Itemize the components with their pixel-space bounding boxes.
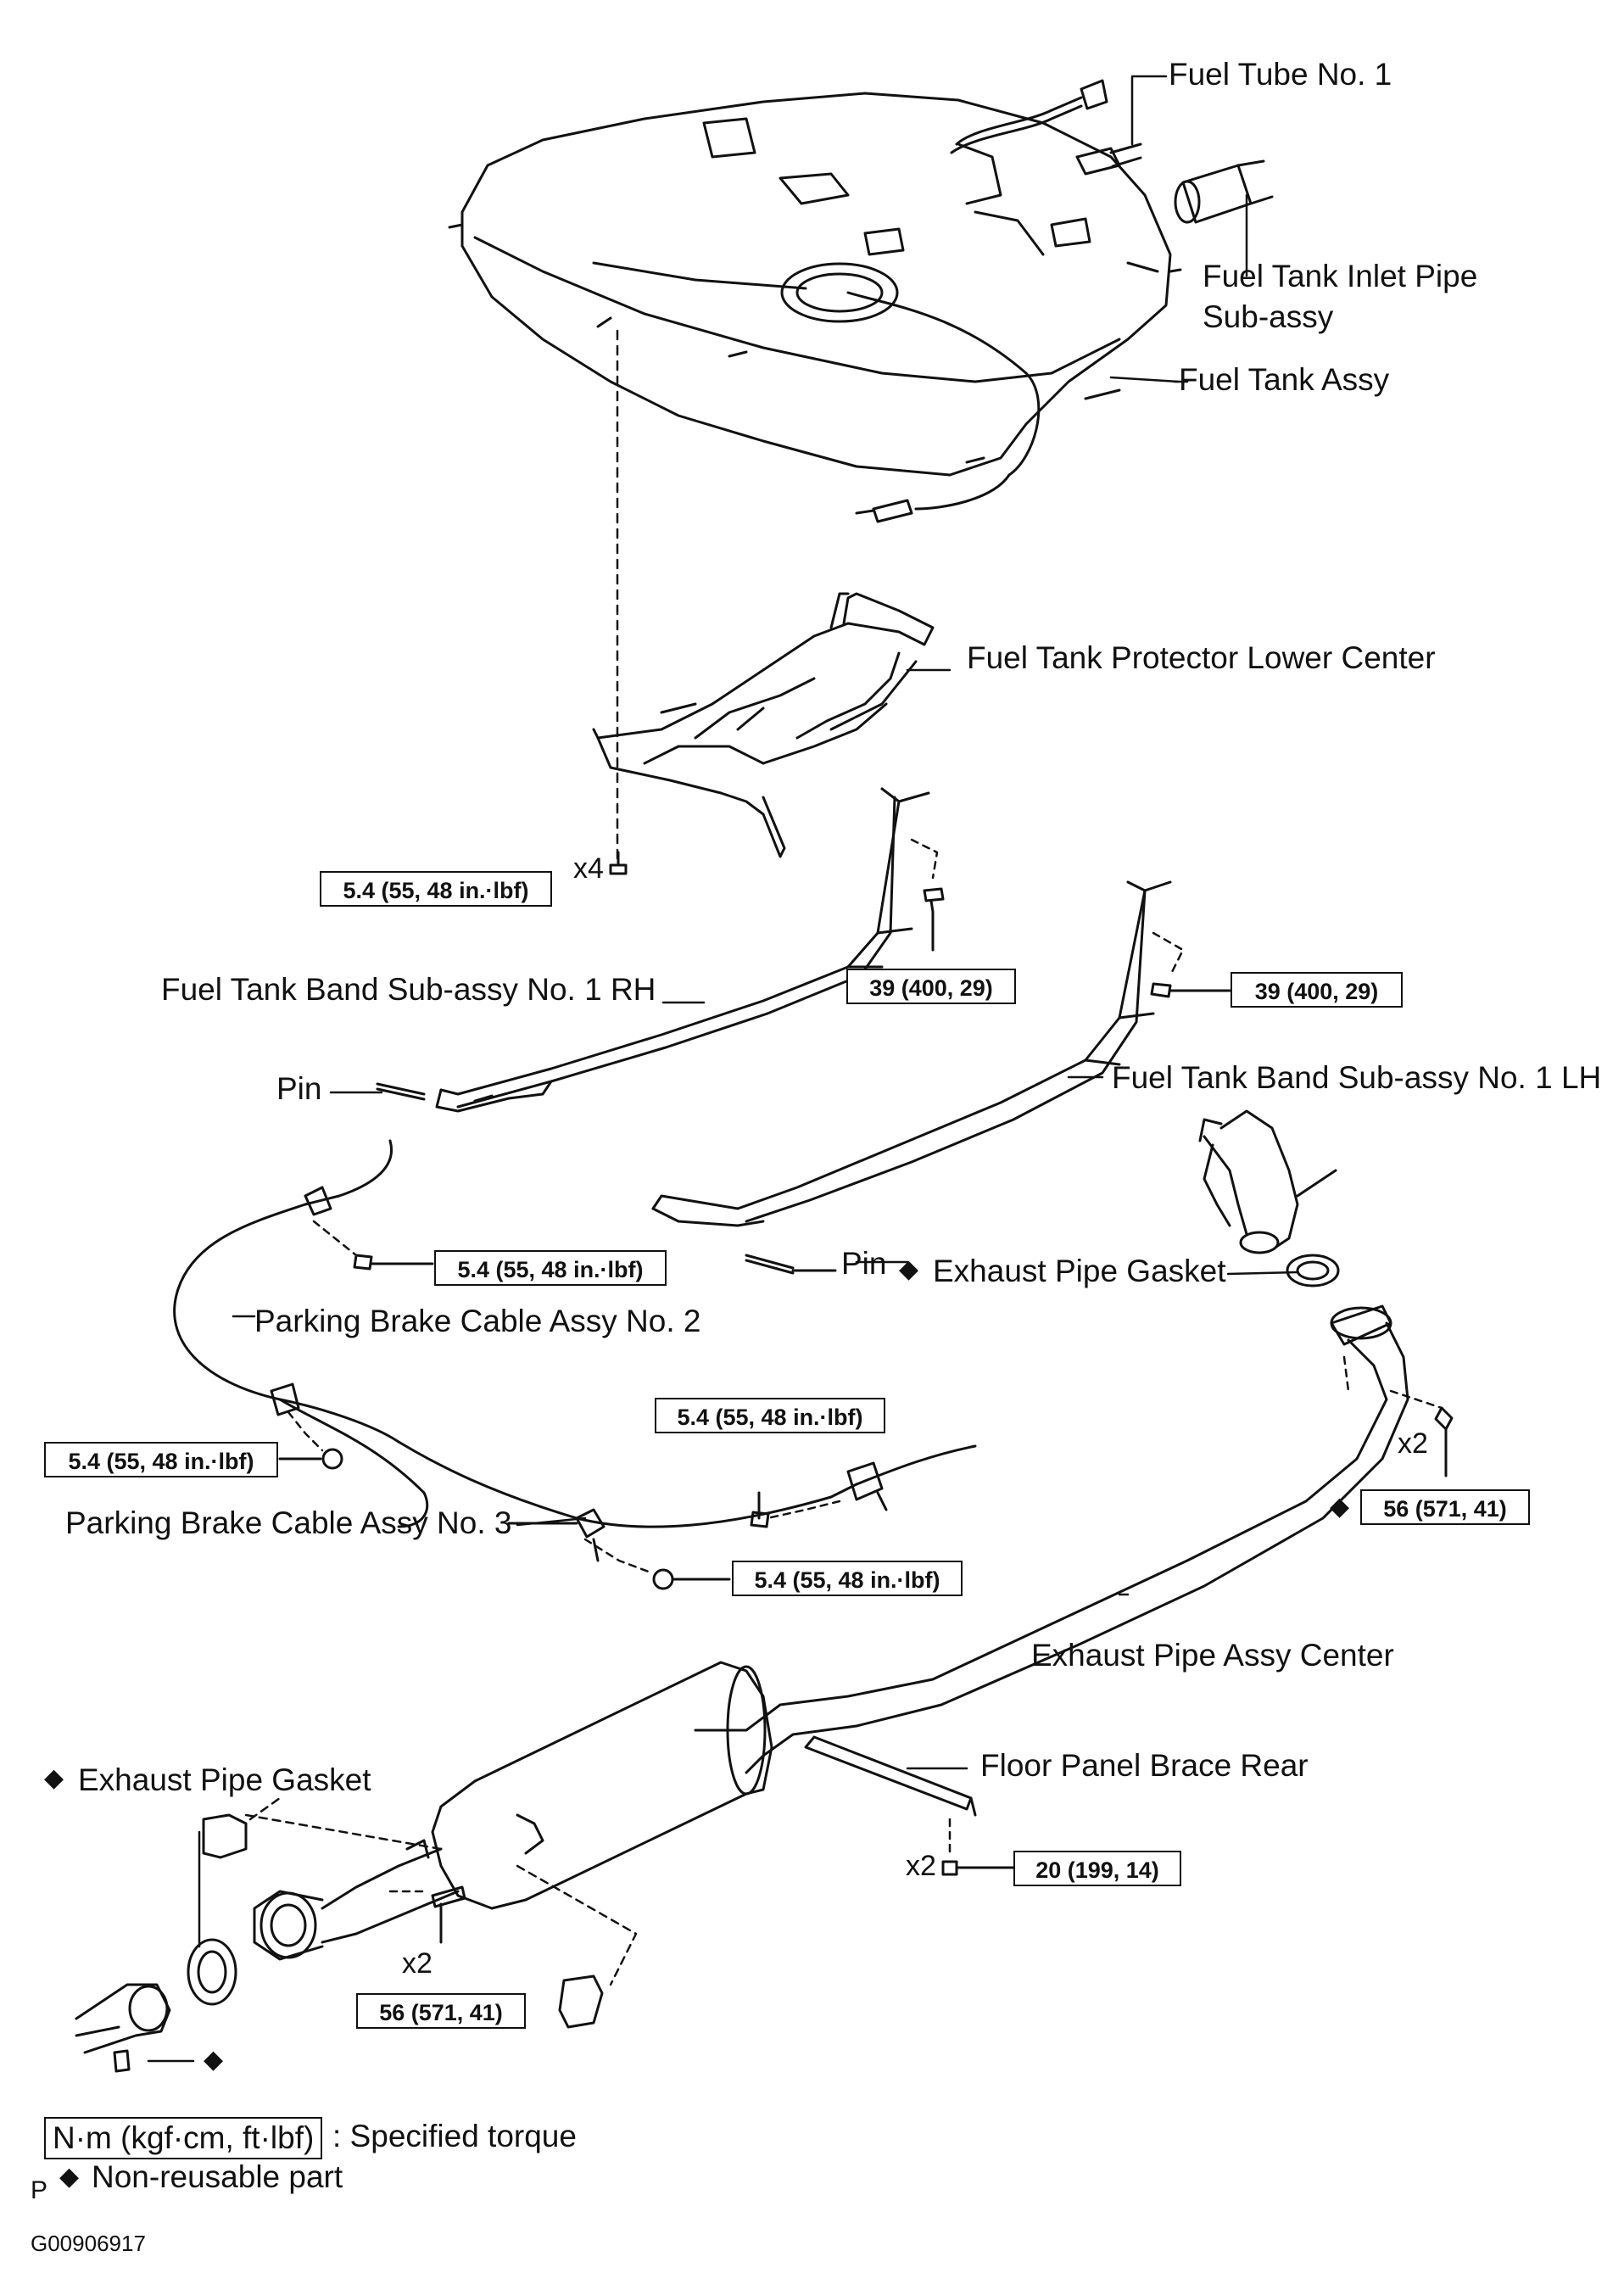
label-exhaust-gasket-bottom: Exhaust Pipe Gasket — [78, 1762, 371, 1797]
exhaust-gasket-top-drawing — [1286, 1254, 1340, 1287]
diamond-tailpipe-nut: ◆ — [204, 2046, 224, 2074]
bolt-39-rh-drawing — [923, 887, 945, 952]
legend-unit-box: N·m (kgf·cm, ft·lbf) — [44, 2117, 323, 2159]
legend-specified-torque: : Specified torque — [332, 2119, 577, 2153]
multiplier-x2-brace: x2 — [906, 1850, 936, 1882]
multiplier-x4: x4 — [573, 852, 604, 885]
diamond-56-top: ◆ — [1330, 1493, 1350, 1521]
fuel-tank-protector-drawing — [592, 592, 935, 858]
hanger-left-drawing — [202, 1796, 443, 1859]
torque-box-5-4-cable-left: 5.4 (55, 48 in.·lbf) — [44, 1442, 278, 1477]
exhaust-manifold-drawing — [1198, 1109, 1337, 1254]
label-parking-brake-no2: Parking Brake Cable Assy No. 2 — [254, 1304, 701, 1338]
hanger-right-drawing — [516, 1864, 638, 2029]
torque-box-20: 20 (199, 14) — [1013, 1851, 1181, 1886]
legend-non-reusable: Non-reusable part — [92, 2159, 343, 2194]
torque-box-5-4-cable-mid-right: 5.4 (55, 48 in.·lbf) — [655, 1398, 885, 1433]
torque-box-56-bottom: 56 (571, 41) — [356, 1993, 526, 2029]
bolt-56-lower-drawing — [388, 1885, 466, 1944]
exhaust-pipe-drawing — [694, 1304, 1454, 1774]
label-floor-panel-brace: Floor Panel Brace Rear — [980, 1748, 1309, 1783]
label-fuel-tube-no1: Fuel Tube No. 1 — [1169, 57, 1392, 92]
label-fuel-tank-protector: Fuel Tank Protector Lower Center — [967, 640, 1436, 675]
footer-p-mark: P — [31, 2176, 48, 2204]
pin-lh-drawing — [745, 1254, 837, 1275]
torque-box-5-4-protector: 5.4 (55, 48 in.·lbf) — [320, 871, 552, 907]
band-lh-drawing — [651, 880, 1172, 1227]
legend-diamond: ◆ — [59, 2163, 80, 2191]
label-pin-lh: Pin — [841, 1246, 887, 1281]
label-pin-rh: Pin — [276, 1071, 322, 1106]
label-band-rh: Fuel Tank Band Sub-assy No. 1 RH — [161, 972, 656, 1007]
torque-box-39-rh: 39 (400, 29) — [846, 969, 1016, 1004]
label-exhaust-gasket-top: Exhaust Pipe Gasket — [933, 1254, 1226, 1288]
torque-box-5-4-cable-upper: 5.4 (55, 48 in.·lbf) — [434, 1250, 667, 1286]
cable-fasteners-drawing — [278, 1220, 841, 1590]
tailpipe-drawing — [75, 1983, 171, 2073]
floor-brace-drawing — [804, 1735, 1015, 1876]
torque-box-39-lh: 39 (400, 29) — [1231, 972, 1403, 1008]
label-fuel-tank-assy: Fuel Tank Assy — [1179, 362, 1390, 397]
label-parking-brake-no3: Parking Brake Cable Assy No. 3 — [65, 1505, 512, 1540]
parking-brake-cable-drawing — [173, 1139, 977, 1562]
multiplier-x2-top: x2 — [1398, 1427, 1428, 1460]
diamond-gasket-top: ◆ — [899, 1255, 919, 1283]
diamond-gasket-bottom: ◆ — [44, 1764, 64, 1792]
torque-box-5-4-cable-lower: 5.4 (55, 48 in.·lbf) — [732, 1561, 963, 1596]
pin-rh-drawing — [376, 1082, 426, 1101]
label-exhaust-pipe-center: Exhaust Pipe Assy Center — [1031, 1638, 1394, 1673]
label-fuel-tank-inlet-pipe-2: Sub-assy — [1203, 299, 1334, 334]
exhaust-gasket-bottom-drawing — [187, 1938, 237, 2006]
muffler-drawing — [253, 1661, 773, 1961]
fuel-tube-drawing — [950, 79, 1274, 224]
footer-figure-id: G00906917 — [31, 2231, 146, 2256]
fuel-tank-drawing — [448, 92, 1182, 523]
torque-box-56-top: 56 (571, 41) — [1360, 1489, 1530, 1525]
multiplier-x2-bottom: x2 — [402, 1947, 433, 1980]
band-rh-drawing — [435, 787, 930, 1113]
bolt-x4-drawing — [609, 851, 628, 875]
label-band-lh: Fuel Tank Band Sub-assy No. 1 LH — [1112, 1060, 1602, 1095]
bolt-39-lh-drawing — [1150, 982, 1231, 998]
label-fuel-tank-inlet-pipe-1: Fuel Tank Inlet Pipe — [1203, 259, 1478, 293]
